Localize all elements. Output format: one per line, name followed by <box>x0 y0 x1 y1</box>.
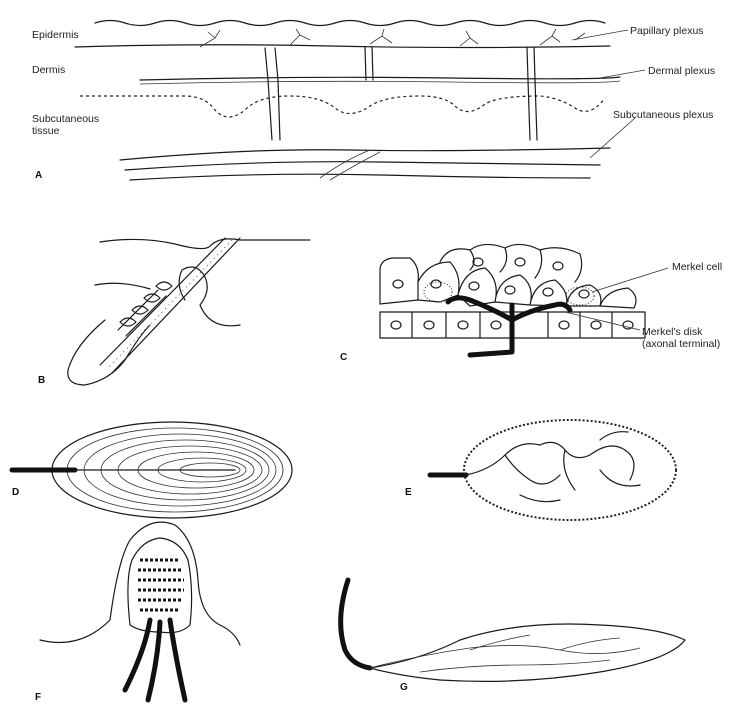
label-dermal-plexus: Dermal plexus <box>648 65 715 77</box>
epidermis-base-line <box>75 45 610 48</box>
panel-f: F <box>35 522 240 703</box>
panel-b: B <box>38 238 310 386</box>
leader-line-papillary <box>572 30 628 40</box>
panel-c: Merkel cell Merkel's disk (axonal termin… <box>340 244 722 363</box>
cell-nuclei <box>393 258 589 298</box>
meissner-corpuscle-capsule <box>128 538 192 633</box>
dermis-subcutaneous-boundary <box>80 96 605 117</box>
merkels-disk-axon <box>448 298 570 355</box>
label-merkels-disk: Merkel's disk <box>642 326 703 338</box>
label-merkel-cell: Merkel cell <box>672 261 722 273</box>
krause-bulb-branches <box>466 432 640 502</box>
vertical-vessel <box>365 47 373 80</box>
dermal-papilla-outline <box>40 522 240 645</box>
panel-letter-f: F <box>35 692 41 703</box>
panel-e: E <box>405 420 676 520</box>
krause-bulb-capsule <box>464 420 676 520</box>
panel-letter-e: E <box>405 487 412 498</box>
label-subcutaneous-tissue: tissue <box>32 125 60 137</box>
leader-line-subcutaneous <box>590 118 635 158</box>
label-epidermis: Epidermis <box>32 29 79 41</box>
vertical-vessel <box>265 48 280 140</box>
subcutaneous-plexus-vessel <box>125 162 600 170</box>
panel-letter-b: B <box>38 375 45 386</box>
panel-g: G <box>341 580 685 693</box>
label-subcutaneous: Subcutaneous <box>32 113 99 125</box>
ruffini-capsule <box>370 624 685 681</box>
skin-surface-line <box>95 21 605 26</box>
nerve-coil <box>118 282 172 336</box>
label-papillary-plexus: Papillary plexus <box>630 25 704 37</box>
subcutaneous-plexus-vessel <box>320 150 380 180</box>
panel-d: D <box>12 422 292 518</box>
hair-shaft <box>100 238 240 373</box>
leader-line-merkel-cell <box>592 268 668 292</box>
ruffini-endings <box>370 635 640 672</box>
label-subcutaneous-plexus: Subcutaneous plexus <box>613 109 713 121</box>
label-dermis: Dermis <box>32 64 65 76</box>
subcutaneous-plexus-vessel <box>130 174 590 180</box>
dermal-plexus-vessel <box>140 81 620 84</box>
vertical-vessel <box>527 47 537 140</box>
panel-letter-a: A <box>35 170 42 181</box>
dermal-plexus-vessel <box>140 77 620 80</box>
panel-a: Epidermis Dermis Subcutaneous tissue Pap… <box>32 21 715 182</box>
hair-follicle-bulb <box>68 320 150 385</box>
leader-line-dermal <box>600 70 645 78</box>
meissner-corpuscle-lamellae <box>138 560 184 610</box>
skin-surface-b <box>100 239 310 249</box>
panel-letter-c: C <box>340 352 347 363</box>
ruffini-nerve-fiber <box>341 580 370 668</box>
hair-shaft-dots <box>108 240 232 368</box>
panel-letter-g: G <box>400 682 408 693</box>
panel-letter-d: D <box>12 487 19 498</box>
epidermal-cells <box>380 244 636 308</box>
subcutaneous-plexus-vessel <box>120 148 610 160</box>
dermis-line-b <box>95 283 150 289</box>
label-axonal-terminal: (axonal terminal) <box>642 338 720 350</box>
